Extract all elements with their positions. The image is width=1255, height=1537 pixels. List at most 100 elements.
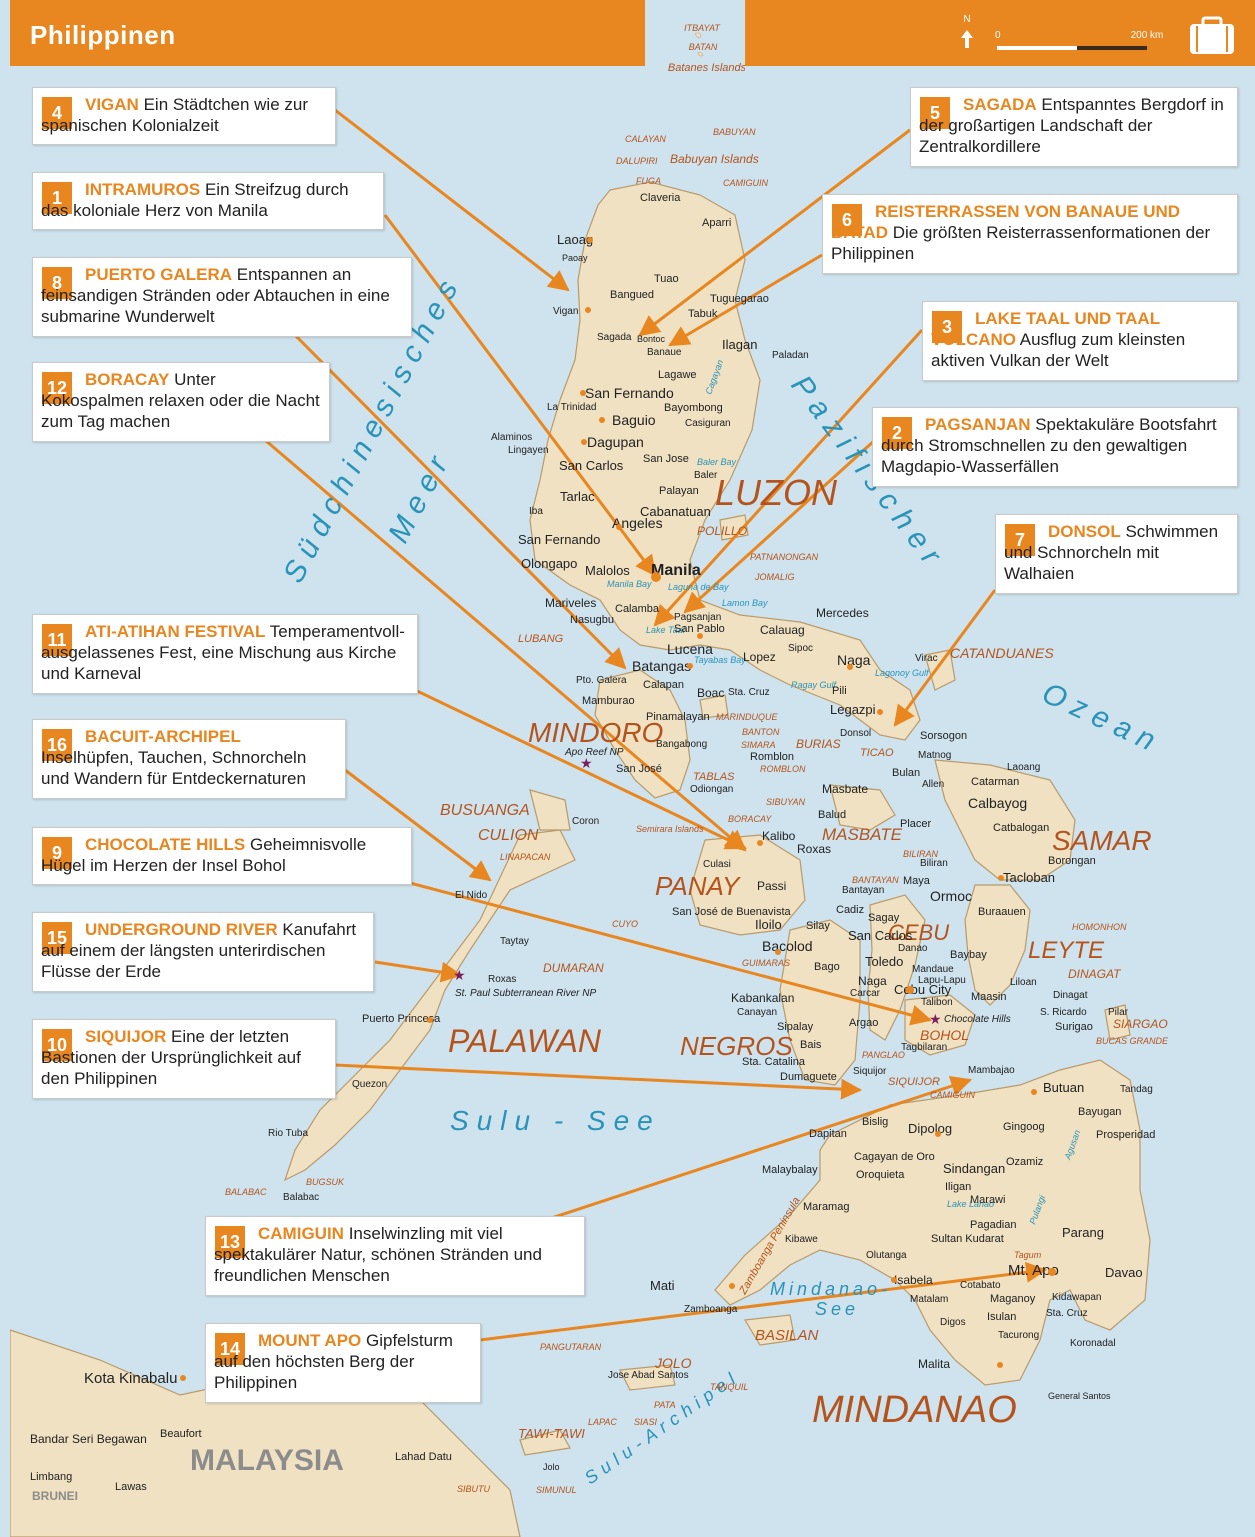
- city-label: Vigan: [553, 306, 578, 317]
- city-label: Sagay: [868, 912, 900, 924]
- island-label: PANGLAO: [862, 1050, 905, 1060]
- city-label: Sipoc: [788, 643, 813, 654]
- city-label: Olongapo: [521, 556, 577, 571]
- city-label: Mariveles: [545, 596, 596, 610]
- city-label: Bangabong: [656, 739, 707, 750]
- polillo-label: POLILLO: [697, 524, 747, 538]
- arrow-donsol: [893, 589, 997, 727]
- card-boracay[interactable]: 12 BORACAY Unter Kokospalmen relaxen ode…: [32, 362, 330, 442]
- card-mount-apo[interactable]: 14 MOUNT APO Gipfelsturm auf den höchste…: [205, 1323, 481, 1403]
- card-chocolate-hills[interactable]: 9 CHOCOLATE HILLS Geheimnisvolle Hügel i…: [32, 827, 412, 885]
- card-siquijor[interactable]: 10 SIQUIJOR Eine der letzten Bastionen d…: [32, 1019, 336, 1099]
- city-label: S. Ricardo: [1040, 1007, 1087, 1018]
- dinagat-label: DINAGAT: [1068, 967, 1122, 981]
- city-label: Matnog: [918, 750, 951, 761]
- card-title: BORACAY: [85, 370, 170, 389]
- dumaran-label: DUMARAN: [543, 961, 604, 975]
- city-label: Mandaue: [912, 964, 954, 975]
- city-label: Jose Abad Santos: [608, 1370, 689, 1381]
- city-label: Rio Tuba: [268, 1128, 308, 1139]
- city-label: Prosperidad: [1096, 1129, 1155, 1141]
- batan-label: BATAN: [689, 42, 718, 52]
- city-label: Pili: [832, 685, 847, 697]
- brunei-label: BRUNEI: [32, 1489, 78, 1503]
- island-label: DALUPIRI: [616, 156, 658, 166]
- city-label: Sorsogon: [920, 730, 967, 742]
- leyte-label: LEYTE: [1028, 937, 1105, 964]
- card-title: VIGAN: [85, 95, 139, 114]
- card-number: 3: [932, 311, 962, 343]
- city-label: Calamba: [615, 603, 660, 615]
- city-label: Passi: [757, 879, 786, 893]
- city-label: Mercedes: [816, 606, 869, 620]
- siargao-island: [1104, 1004, 1131, 1041]
- island-label: PATNANONGAN: [750, 552, 819, 562]
- city-label: Lapu-Lapu: [918, 975, 966, 986]
- city-label: Laoag: [557, 232, 593, 247]
- city-label: Mt. Apo: [1008, 1262, 1059, 1279]
- city-label: Dapitan: [809, 1128, 847, 1140]
- card-sagada[interactable]: 5 SAGADA Entspanntes Bergdorf in der gro…: [910, 87, 1238, 167]
- arrow-puerto-galera: [293, 333, 627, 670]
- city-label: San Carlos: [848, 928, 913, 943]
- card-bacuit[interactable]: 16 BACUIT-ARCHIPEL Inselhüpfen, Tauchen,…: [32, 719, 346, 799]
- island-label: LINAPACAN: [500, 852, 551, 862]
- card-number: 14: [215, 1333, 245, 1365]
- city-label: Parang: [1062, 1225, 1104, 1240]
- city-label: Sta. Catalina: [742, 1056, 806, 1068]
- card-camiguin[interactable]: 13 CAMIGUIN Inselwinzling mit viel spekt…: [205, 1216, 585, 1296]
- busuanga-label: BUSUANGA: [440, 802, 530, 819]
- negros-label: NEGROS: [680, 1031, 793, 1061]
- city-label: Catarman: [971, 776, 1019, 788]
- city-label: Talibon: [921, 997, 953, 1008]
- island-label: CAMIGUIN: [930, 1090, 976, 1100]
- city-label: Malaybalay: [762, 1164, 818, 1176]
- card-donsol[interactable]: 7 DONSOL Schwimmen und Schnorcheln mit W…: [995, 514, 1238, 594]
- ticao-label: TICAO: [860, 747, 894, 759]
- card-title: REISTERRASSEN VON BANAUE UND BATAD: [831, 202, 1181, 242]
- suitcase-icon: [1190, 16, 1234, 54]
- city-label: Iba: [529, 506, 543, 517]
- city-label: Manila: [651, 562, 701, 579]
- city-label: Pagsanjan: [674, 612, 721, 623]
- city-label: Bislig: [862, 1116, 888, 1128]
- city-label: Carcar: [850, 988, 881, 999]
- card-ati-atihan[interactable]: 11 ATI-ATIHAN FESTIVAL Temperamentvoll-a…: [32, 614, 418, 694]
- city-labels-luzon: Claveria Aparri Laoag Paoay Tuao Bangued…: [491, 192, 967, 779]
- card-vigan[interactable]: 4 VIGAN Ein Städtchen wie zur spanischen…: [32, 87, 336, 145]
- card-title: CAMIGUIN: [258, 1224, 344, 1243]
- card-intramuros[interactable]: 1 INTRAMUROS Ein Streifzug durch das kol…: [32, 172, 384, 230]
- island-label: BORACAY: [728, 814, 772, 824]
- card-pagsanjan[interactable]: 2 PAGSANJAN Spektakuläre Bootsfahrt durc…: [872, 407, 1238, 487]
- island-label: BUCAS GRANDE: [1096, 1036, 1169, 1046]
- city-dots: [180, 237, 1056, 1381]
- burias-label: BURIAS: [796, 737, 841, 751]
- city-label: Balud: [818, 809, 846, 821]
- mindoro-island: [594, 669, 691, 799]
- card-title: SAGADA: [963, 95, 1037, 114]
- city-label: Tagum: [1014, 1250, 1042, 1260]
- underground-river-star-icon: ★: [453, 967, 466, 983]
- negros-island: [779, 919, 861, 1086]
- city-label: Calauag: [760, 623, 805, 637]
- city-label: Paladan: [772, 350, 809, 361]
- card-title: BACUIT-ARCHIPEL: [85, 727, 241, 746]
- arrow-intramuros: [383, 214, 657, 577]
- card-text: Geheimnisvolle Hügel im Herzen der Insel…: [41, 835, 367, 875]
- city-label: Maramag: [803, 1201, 849, 1213]
- island-label: LAPAC: [588, 1417, 617, 1427]
- city-label: Mamburao: [582, 695, 635, 707]
- card-underground-river[interactable]: 15 UNDERGROUND RIVER Kanufahrt auf einem…: [32, 912, 374, 992]
- island-label: TANQUIL: [710, 1382, 748, 1392]
- leyte-island: [964, 884, 1031, 1006]
- tawi-label: TAWI-TAWI: [518, 1426, 585, 1441]
- city-label: Tuguegarao: [710, 293, 769, 305]
- card-banaue[interactable]: 6 REISTERRASSEN VON BANAUE UND BATAD Die…: [822, 194, 1238, 274]
- city-label: Tabuk: [688, 308, 718, 320]
- card-number: 2: [882, 417, 912, 449]
- card-puerto-galera[interactable]: 8 PUERTO GALERA Entspannen an feinsandig…: [32, 257, 412, 337]
- card-lake-taal[interactable]: 3 LAKE TAAL UND TAAL VOLCANO Ausflug zum…: [922, 301, 1238, 381]
- city-label: Bangued: [610, 289, 654, 301]
- card-text: Inselwinzling mit viel spektakulärer Nat…: [214, 1224, 542, 1285]
- city-label: Siquijor: [853, 1066, 887, 1077]
